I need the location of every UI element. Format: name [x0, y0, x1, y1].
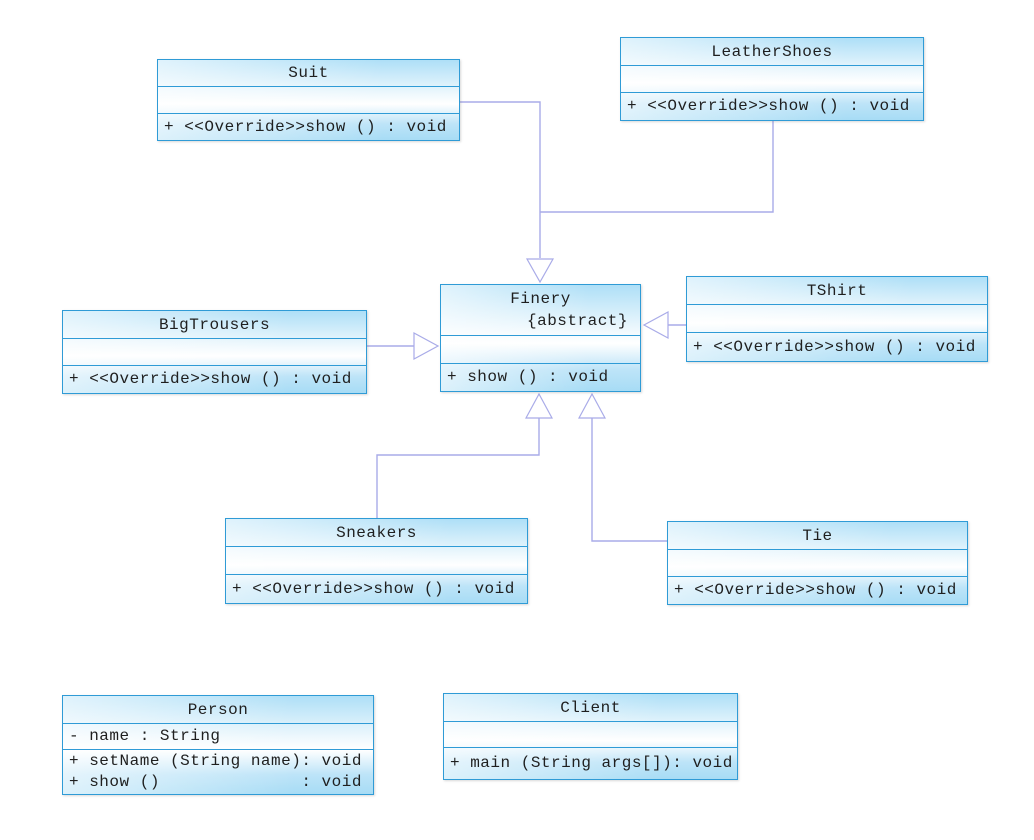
generalization-arrowhead-bottomright-finery — [577, 392, 607, 419]
methods-compartment: + main (String args[]): void — [444, 748, 737, 779]
class-box-client[interactable]: Client + main (String args[]): void — [443, 693, 738, 780]
methods-compartment: + <<Override>>show () : void — [226, 575, 527, 603]
method-text: + main (String args[]): void — [450, 754, 733, 772]
attributes-compartment — [668, 550, 967, 577]
method-text: + <<Override>>show () : void — [627, 97, 910, 115]
class-box-suit[interactable]: Suit + <<Override>>show () : void — [157, 59, 460, 141]
class-box-finery[interactable]: Finery {abstract} + show () : void — [440, 284, 641, 392]
method-text: + setName (String name): void — [69, 752, 362, 770]
class-name: Client — [560, 698, 621, 717]
class-name: Tie — [802, 526, 833, 545]
generalization-arrowhead-top-finery — [525, 258, 555, 284]
class-name: BigTrousers — [158, 315, 271, 334]
attributes-compartment: - name : String — [63, 724, 373, 750]
methods-compartment: + setName (String name): void + show () … — [63, 750, 373, 794]
class-name-compartment: Suit — [158, 60, 459, 87]
class-name-compartment: TShirt — [687, 277, 987, 305]
methods-compartment: + <<Override>>show () : void — [621, 93, 923, 120]
methods-compartment: + <<Override>>show () : void — [63, 366, 366, 393]
class-box-bigtrousers[interactable]: BigTrousers + <<Override>>show () : void — [62, 310, 367, 394]
attributes-compartment — [444, 722, 737, 748]
class-box-person[interactable]: Person - name : String + setName (String… — [62, 695, 374, 795]
methods-compartment: + <<Override>>show () : void — [158, 114, 459, 140]
class-name: Finery — [510, 290, 571, 308]
method-text: + show () : void — [69, 773, 362, 791]
class-box-leathershoes[interactable]: LeatherShoes + <<Override>>show () : voi… — [620, 37, 924, 121]
generalization-arrowhead-right-finery — [642, 310, 669, 340]
class-name-compartment: Person — [63, 696, 373, 724]
class-box-tshirt[interactable]: TShirt + <<Override>>show () : void — [686, 276, 988, 362]
attributes-compartment — [226, 547, 527, 575]
generalization-arrowhead-left-finery — [413, 331, 440, 361]
attributes-compartment — [158, 87, 459, 114]
generalization-edge-tie-to-finery — [591, 418, 667, 542]
generalization-edge-leathershoes-to-finery — [540, 121, 774, 213]
class-name: TShirt — [806, 281, 868, 300]
abstract-stereotype: {abstract} — [526, 312, 628, 330]
attribute-text: - name : String — [69, 727, 221, 745]
attributes-compartment — [687, 305, 987, 333]
attributes-compartment — [63, 339, 366, 366]
generalization-edge-suit-to-finery — [460, 101, 541, 258]
attributes-compartment — [621, 66, 923, 93]
generalization-edge-sneakers-to-finery — [376, 418, 540, 518]
methods-compartment: + show () : void — [441, 364, 640, 391]
class-box-tie[interactable]: Tie + <<Override>>show () : void — [667, 521, 968, 605]
method-text: + <<Override>>show () : void — [674, 581, 957, 599]
class-name: Sneakers — [336, 523, 417, 542]
class-name-compartment: LeatherShoes — [621, 38, 923, 66]
class-name-compartment: Finery {abstract} — [441, 285, 640, 336]
methods-compartment: + <<Override>>show () : void — [687, 333, 987, 361]
method-text: + <<Override>>show () : void — [232, 579, 515, 598]
method-text: + <<Override>>show () : void — [164, 117, 447, 136]
class-name: LeatherShoes — [711, 42, 833, 61]
class-name: Person — [187, 700, 249, 719]
class-name: Suit — [288, 64, 329, 82]
method-text: + show () : void — [447, 368, 609, 386]
method-text: + <<Override>>show () : void — [69, 370, 352, 388]
attributes-compartment — [441, 336, 640, 364]
class-box-sneakers[interactable]: Sneakers + <<Override>>show () : void — [225, 518, 528, 604]
method-text: + <<Override>>show () : void — [693, 337, 976, 356]
class-name-compartment: Tie — [668, 522, 967, 550]
class-name-compartment: Sneakers — [226, 519, 527, 547]
methods-compartment: + <<Override>>show () : void — [668, 577, 967, 604]
class-name-compartment: BigTrousers — [63, 311, 366, 339]
class-name-compartment: Client — [444, 694, 737, 722]
generalization-arrowhead-bottomleft-finery — [524, 392, 554, 419]
